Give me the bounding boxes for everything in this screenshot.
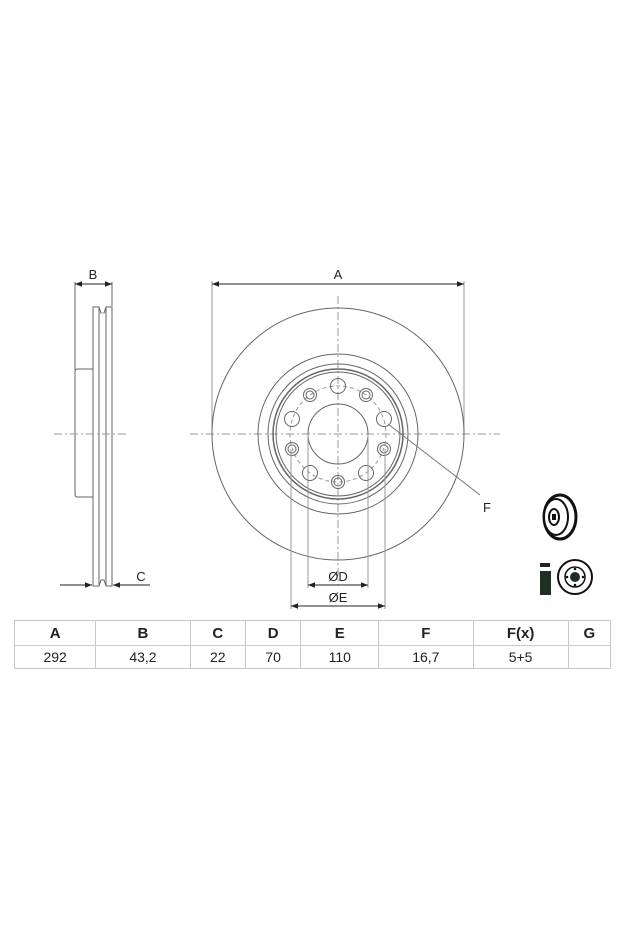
dimension-label-f: F <box>483 500 491 515</box>
specification-table: A B C D E F F(x) G 292 43,2 22 70 110 16… <box>13 620 612 669</box>
value-fx: 5+5 <box>472 645 569 669</box>
dimension-label-e: ØE <box>329 590 348 605</box>
dimension-label-c: C <box>136 569 145 584</box>
dimension-label-a: A <box>334 267 343 282</box>
vented-disc-icon <box>542 493 578 541</box>
header-fx: F(x) <box>472 620 569 646</box>
bolt-holes <box>284 378 392 489</box>
table-header-row: A B C D E F F(x) G <box>13 620 612 646</box>
value-d: 70 <box>244 645 302 669</box>
value-f: 16,7 <box>378 645 474 669</box>
front-view <box>190 281 500 609</box>
value-e: 110 <box>300 645 380 669</box>
dimension-label-b: B <box>89 267 98 282</box>
header-d: D <box>244 620 302 646</box>
header-b: B <box>95 620 191 646</box>
header-g: G <box>567 620 612 646</box>
value-b: 43,2 <box>95 645 191 669</box>
dimension-label-d: ØD <box>328 569 348 584</box>
table-row: 292 43,2 22 70 110 16,7 5+5 <box>13 645 612 669</box>
disc-with-spray-can-icon <box>540 559 593 595</box>
value-a: 292 <box>13 645 97 669</box>
header-f: F <box>378 620 474 646</box>
header-e: E <box>300 620 380 646</box>
header-c: C <box>189 620 246 646</box>
header-a: A <box>13 620 97 646</box>
value-g <box>567 645 612 669</box>
value-c: 22 <box>189 645 246 669</box>
side-view <box>54 281 150 588</box>
